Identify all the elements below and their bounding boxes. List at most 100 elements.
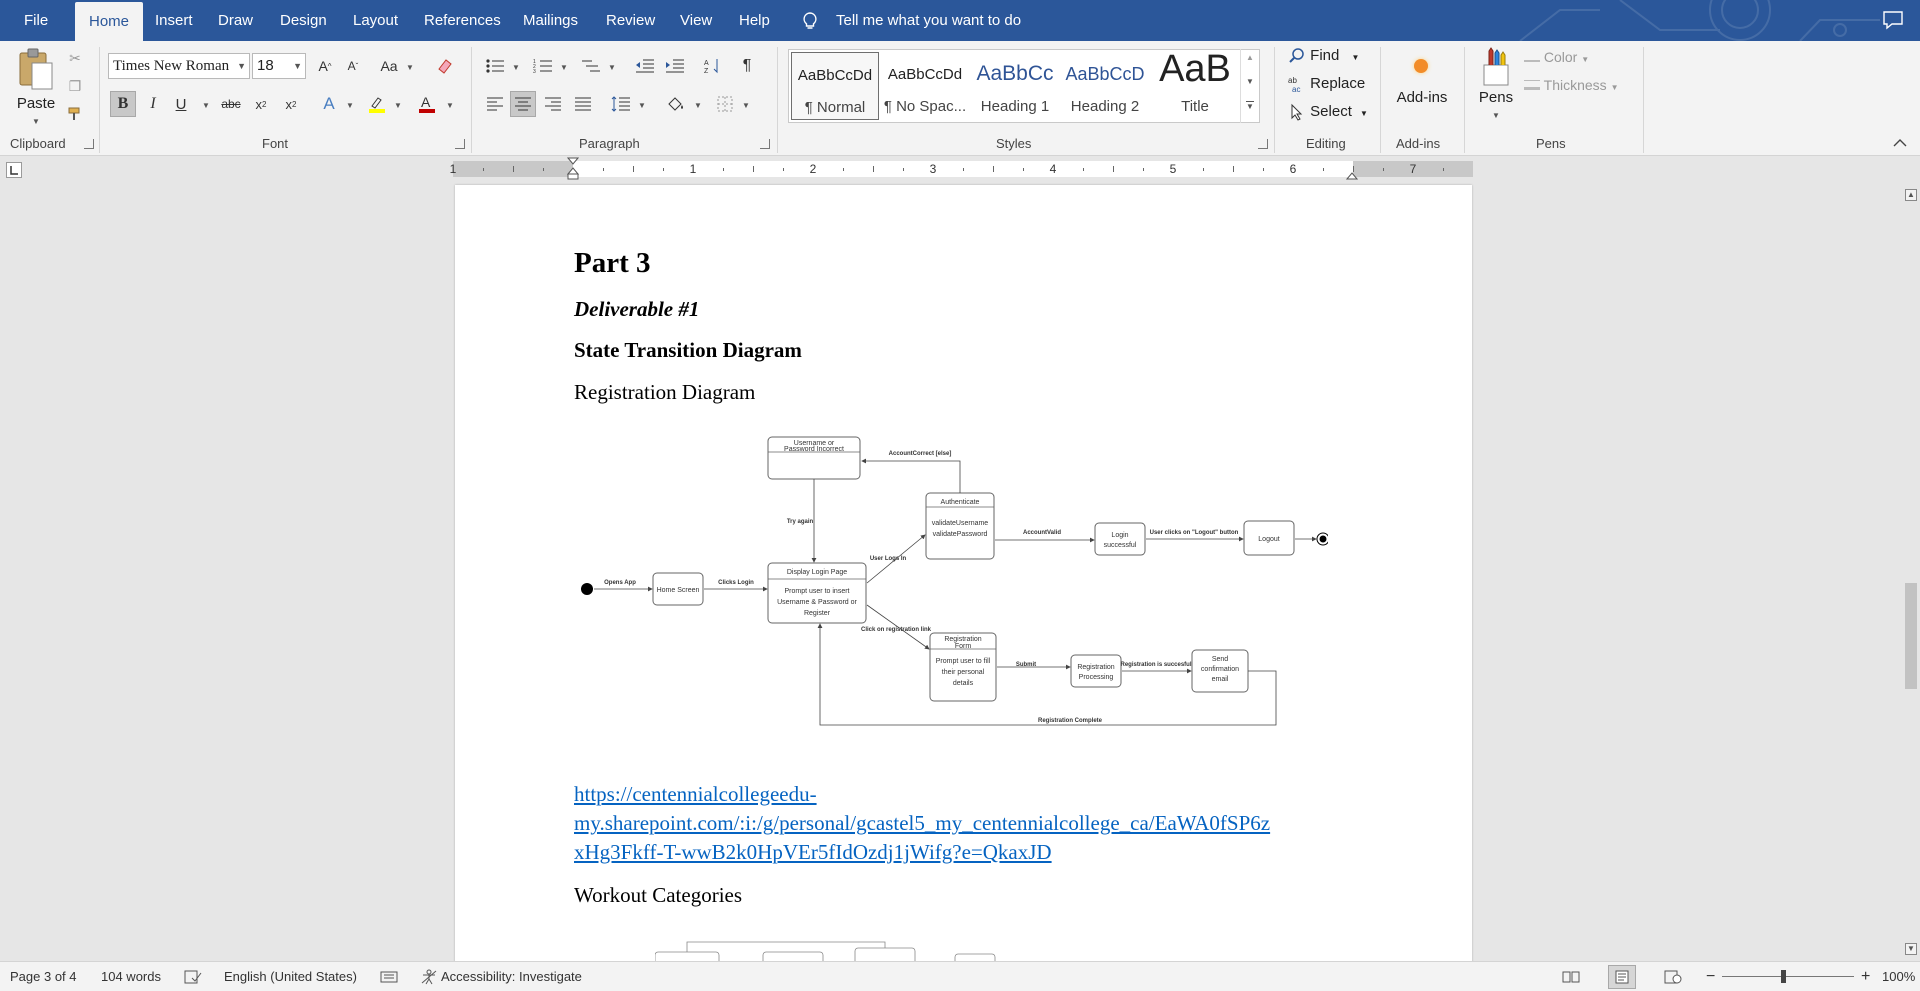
clipboard-launcher-icon[interactable] — [84, 139, 94, 149]
style-heading-2[interactable]: AaBbCcD Heading 2 — [1061, 52, 1149, 120]
pen-thickness-button[interactable]: Thickness ▼ — [1524, 77, 1618, 93]
read-mode-icon[interactable] — [1562, 970, 1580, 984]
tab-layout[interactable]: Layout — [353, 12, 399, 29]
strikethrough-button[interactable]: abc — [221, 97, 241, 111]
zoom-slider-track[interactable] — [1722, 976, 1854, 977]
align-center-icon[interactable] — [510, 91, 536, 117]
paragraph-launcher-icon[interactable] — [760, 139, 770, 149]
sharepoint-link-line-1[interactable]: https://centennialcollegeedu- — [574, 782, 817, 806]
word-count[interactable]: 104 words — [101, 969, 161, 984]
zoom-in-button[interactable]: + — [1861, 968, 1871, 985]
tab-draw[interactable]: Draw — [218, 12, 254, 29]
right-indent-marker-icon[interactable] — [1346, 169, 1358, 181]
indent-marker-icon[interactable] — [567, 157, 579, 181]
change-case-button[interactable]: Aa — [376, 53, 402, 79]
line-spacing-icon[interactable] — [608, 91, 634, 117]
accessibility-status[interactable]: Accessibility: Investigate — [441, 969, 582, 984]
heading-registration-diagram[interactable]: Registration Diagram — [574, 380, 756, 404]
language-indicator[interactable]: English (United States) — [224, 969, 357, 984]
scroll-down-icon[interactable]: ▼ — [1246, 77, 1254, 86]
style-title[interactable]: AaB Title — [1151, 48, 1239, 120]
styles-launcher-icon[interactable] — [1258, 139, 1268, 149]
tab-file[interactable]: File — [24, 12, 49, 29]
italic-button[interactable]: I — [150, 95, 156, 112]
select-button[interactable]: Select ▼ — [1288, 103, 1368, 121]
increase-indent-icon[interactable] — [662, 53, 688, 79]
tab-mailings[interactable]: Mailings — [523, 12, 579, 29]
copy-icon[interactable]: ❐ — [68, 77, 82, 94]
document-page[interactable]: Part 3 Deliverable #1 State Transition D… — [455, 185, 1472, 961]
heading-state-transition[interactable]: State Transition Diagram — [574, 338, 802, 362]
style-heading-1[interactable]: AaBbCc Heading 1 — [971, 52, 1059, 120]
tab-help[interactable]: Help — [739, 12, 770, 29]
shading-icon[interactable] — [662, 91, 688, 117]
highlight-icon[interactable] — [364, 91, 390, 117]
page-count[interactable]: Page 3 of 4 — [10, 969, 77, 984]
text-effects-icon[interactable]: A — [323, 94, 335, 113]
tab-insert[interactable]: Insert — [155, 12, 193, 29]
vertical-scrollbar[interactable]: ▲ ▼ — [1902, 181, 1920, 961]
decrease-indent-icon[interactable] — [632, 53, 658, 79]
gallery-more-icon[interactable]: ▼ — [1246, 101, 1254, 111]
accessibility-icon[interactable] — [420, 969, 438, 985]
align-right-icon[interactable] — [540, 91, 566, 117]
workout-categories-diagram[interactable] — [655, 930, 1075, 961]
font-size-combo[interactable]: 18▼ — [252, 53, 306, 79]
document-canvas[interactable]: Part 3 Deliverable #1 State Transition D… — [0, 181, 1902, 961]
tab-review[interactable]: Review — [606, 12, 656, 29]
justify-icon[interactable] — [570, 91, 596, 117]
zoom-slider-thumb[interactable] — [1781, 970, 1786, 983]
grow-font-icon[interactable]: A^ — [318, 58, 332, 74]
find-button[interactable]: Find ▼ — [1288, 47, 1359, 65]
macro-record-icon[interactable] — [380, 970, 398, 984]
zoom-out-button[interactable]: − — [1706, 968, 1716, 985]
heading-part[interactable]: Part 3 — [574, 247, 651, 279]
state-transition-diagram[interactable]: Username or Password Incorrect Authentic… — [568, 433, 1328, 733]
bold-button[interactable]: B — [110, 91, 136, 117]
show-formatting-icon[interactable]: ¶ — [742, 57, 752, 74]
font-color-icon[interactable]: A — [414, 91, 440, 117]
clear-formatting-icon[interactable] — [432, 53, 458, 79]
add-ins-button[interactable]: Add-ins — [1390, 47, 1454, 131]
web-layout-icon[interactable] — [1664, 970, 1682, 984]
pens-button[interactable]: Pens ▼ — [1474, 47, 1518, 131]
horizontal-ruler[interactable]: 1 1 2 3 4 5 6 7 — [450, 157, 1473, 180]
style-normal[interactable]: AaBbCcDd ¶ Normal — [791, 52, 879, 120]
tab-design[interactable]: Design — [280, 12, 327, 29]
proofing-icon[interactable] — [184, 970, 202, 984]
font-family-combo[interactable]: Times New Roman▼ — [108, 53, 250, 79]
styles-gallery-scroll[interactable]: ▲ ▼ ▼ — [1240, 49, 1260, 123]
multilevel-list-icon[interactable] — [578, 53, 604, 79]
align-left-icon[interactable] — [482, 91, 508, 117]
sharepoint-link-line-2[interactable]: my.sharepoint.com/:i:/g/personal/gcastel… — [574, 811, 1271, 835]
zoom-level[interactable]: 100% — [1882, 969, 1916, 984]
bullets-icon[interactable] — [482, 53, 508, 79]
comments-icon[interactable] — [1882, 10, 1904, 30]
tab-references[interactable]: References — [424, 12, 501, 29]
scroll-thumb[interactable] — [1905, 583, 1917, 689]
heading-workout-categories[interactable]: Workout Categories — [574, 883, 743, 907]
print-layout-button[interactable] — [1608, 965, 1636, 989]
collapse-ribbon-icon[interactable] — [1892, 137, 1908, 149]
borders-icon[interactable] — [712, 91, 738, 117]
tab-view[interactable]: View — [680, 12, 713, 29]
cut-icon[interactable]: ✂ — [69, 49, 81, 66]
scroll-up-icon[interactable]: ▲ — [1905, 189, 1917, 201]
format-painter-icon[interactable] — [62, 101, 88, 127]
style-no-spacing[interactable]: AaBbCcDd ¶ No Spac... — [881, 52, 969, 120]
sharepoint-link-line-3[interactable]: xHg3Fkff-T-wwB2k0HpVEr5fIdOzdj1jWifg?e=Q… — [574, 840, 1052, 864]
heading-deliverable[interactable]: Deliverable #1 — [574, 297, 700, 321]
paste-button[interactable]: Paste ▼ — [12, 47, 60, 131]
scroll-up-icon[interactable]: ▲ — [1246, 53, 1254, 62]
font-launcher-icon[interactable] — [455, 139, 465, 149]
pen-color-button[interactable]: Color ▼ — [1524, 49, 1589, 65]
tab-selector-icon[interactable] — [6, 162, 22, 178]
tab-home[interactable]: Home — [75, 2, 144, 41]
underline-button[interactable]: U — [175, 95, 187, 113]
